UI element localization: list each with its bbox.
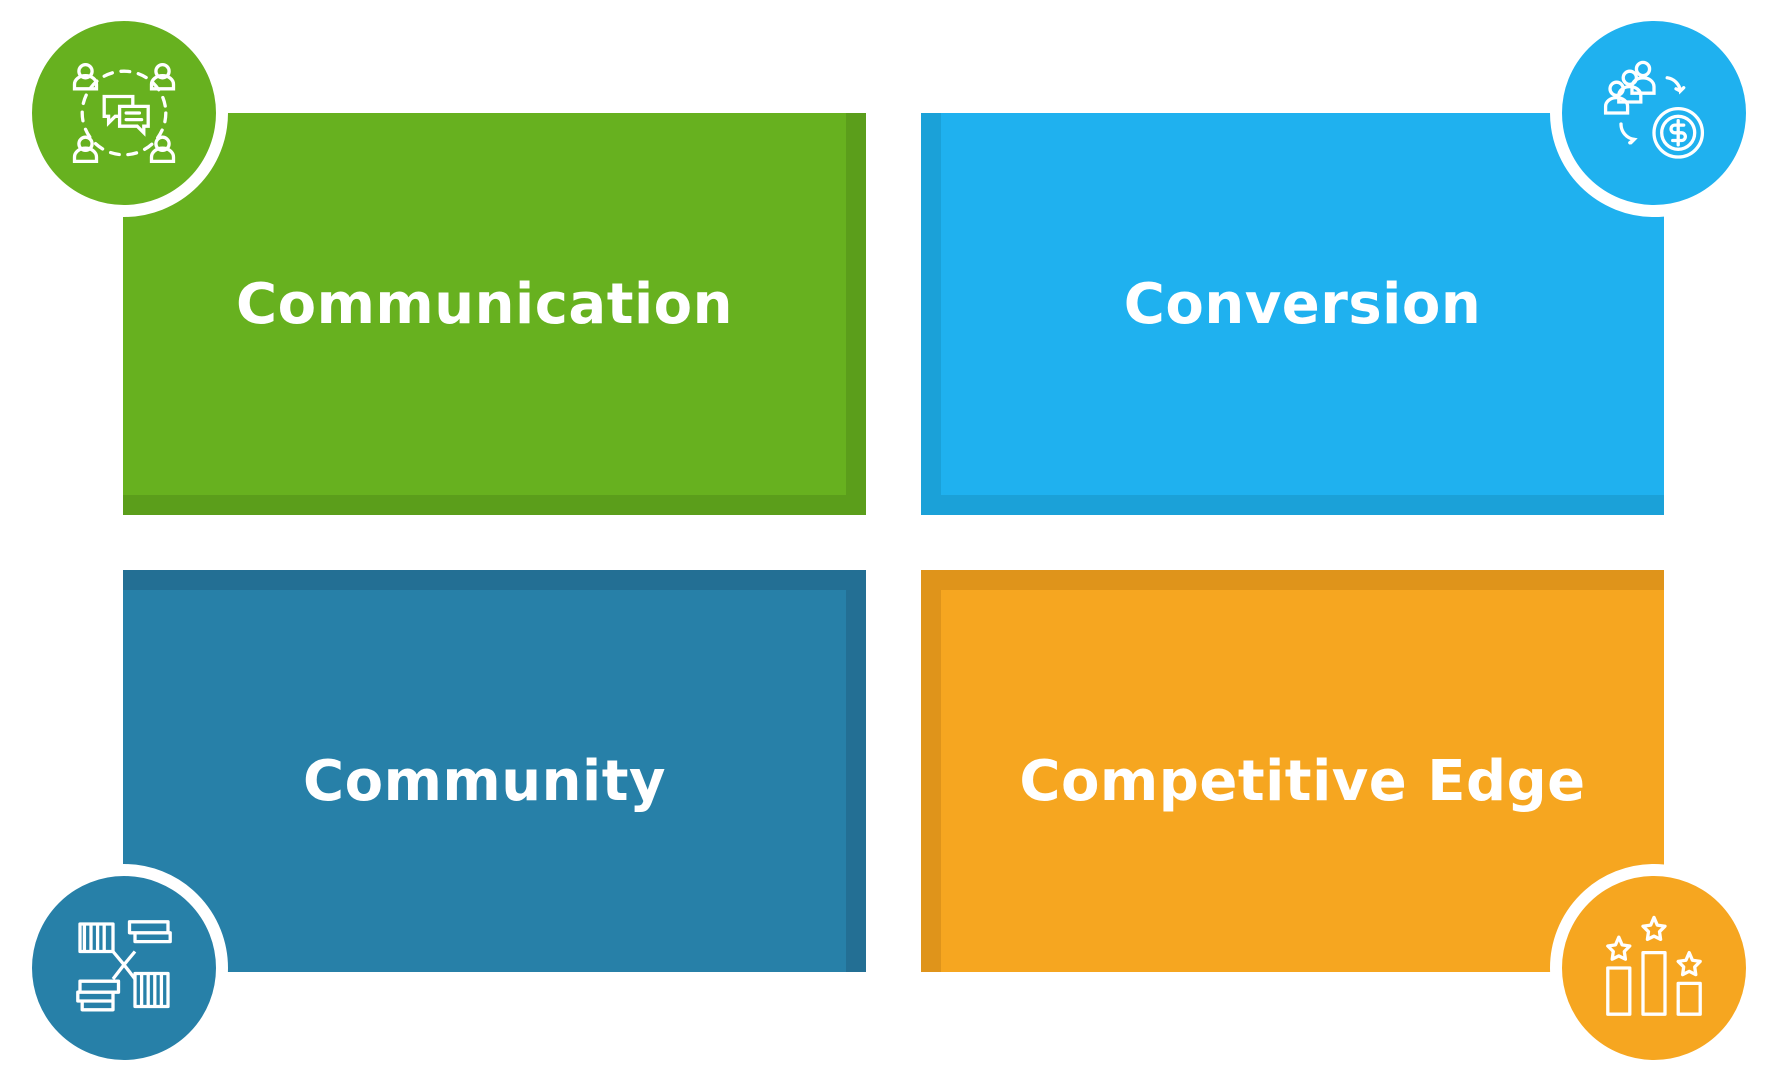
community-icon	[20, 864, 228, 1072]
card-conversion: Conversion	[921, 113, 1664, 515]
card-label: Communication	[236, 271, 733, 337]
card-label: Conversion	[1123, 271, 1482, 337]
competitive-edge-icon	[1550, 864, 1758, 1072]
conversion-icon	[1550, 9, 1758, 217]
card-communication: Communication	[123, 113, 866, 515]
card-label: Community	[303, 748, 666, 814]
card-community: Community	[123, 570, 866, 972]
card-label: Competitive Edge	[1019, 748, 1586, 814]
communication-icon	[20, 9, 228, 217]
card-competitive-edge: Competitive Edge	[921, 570, 1664, 972]
